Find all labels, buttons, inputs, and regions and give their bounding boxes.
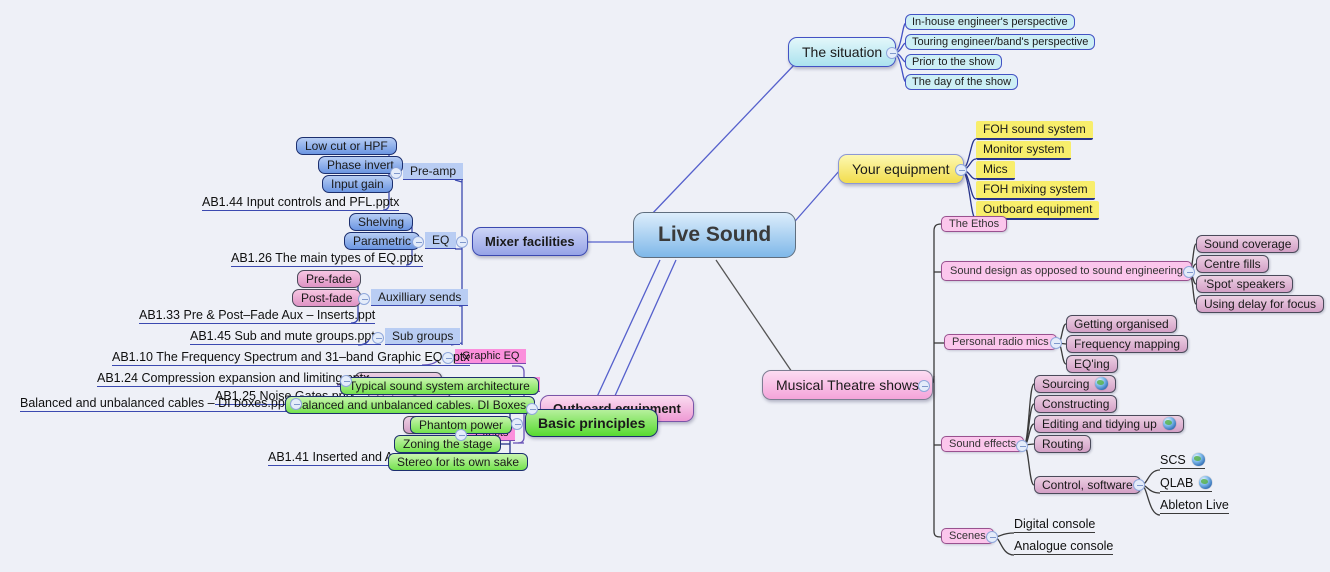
connector-center-principles [589,259,661,413]
attachment-ab144[interactable]: AB1.44 Input controls and PFL.pptx [202,195,400,211]
collapse-icon[interactable] [955,164,967,176]
topic-post-fade[interactable]: Post-fade [292,289,362,307]
topic-day-of-show[interactable]: The day of the show [905,74,1019,90]
collapse-icon[interactable] [340,375,352,387]
collapse-icon[interactable] [456,236,468,248]
topic-monitor-system[interactable]: Monitor system [976,141,1072,160]
topic-sound-coverage[interactable]: Sound coverage [1196,235,1300,253]
topic-prior-to-show[interactable]: Prior to the show [905,54,1002,70]
collapse-icon[interactable] [1050,337,1062,349]
topic-digital-console[interactable]: Digital console [1014,517,1096,533]
topic-eq[interactable]: EQ [425,232,457,249]
topic-your-equipment[interactable]: Your equipment [838,154,964,184]
topic-mics[interactable]: Mics [976,161,1015,180]
attachment-ab126[interactable]: AB1.26 The main types of EQ.pptx [231,251,424,267]
topic-balanced-cables[interactable]: Balanced and unbalanced cables. DI Boxes [285,396,536,414]
topic-auxilliary-sends[interactable]: Auxilliary sends [371,289,469,306]
topic-system-architecture[interactable]: Typical sound system architecture [340,377,539,395]
topic-shelving[interactable]: Shelving [349,213,414,231]
topic-qlab[interactable]: QLAB [1160,476,1213,492]
topic-the-ethos[interactable]: The Ethos [941,216,1008,232]
connector-control-children [1140,469,1161,516]
topic-pre-fade[interactable]: Pre-fade [297,270,362,288]
attachment-ab141[interactable]: AB1.41 Inserted and Aux [268,450,407,466]
attachment-ab133[interactable]: AB1.33 Pre & Post–Fade Aux – Inserts.ppt [139,308,376,324]
attachment-ab124[interactable]: AB1.24 Compression expansion and limitin… [97,371,370,387]
globe-icon [1199,476,1213,489]
collapse-icon[interactable] [1133,479,1145,491]
collapse-icon[interactable] [412,236,424,248]
topic-foh-mixing-system[interactable]: FOH mixing system [976,181,1095,200]
collapse-icon[interactable] [290,398,302,410]
topic-sourcing-label: Sourcing [1042,377,1090,391]
topic-routing[interactable]: Routing [1034,435,1092,453]
topic-eqing[interactable]: EQ'ing [1066,355,1118,373]
collapse-icon[interactable] [390,167,402,179]
topic-sourcing[interactable]: Sourcing [1034,375,1117,393]
connector-sound-effects-children [1023,383,1035,486]
globe-icon [1162,417,1176,430]
topic-centre-fills[interactable]: Centre fills [1196,255,1269,273]
collapse-icon[interactable] [1183,266,1195,278]
topic-scs[interactable]: SCS [1160,453,1205,469]
topic-mixer-facilities[interactable]: Mixer facilities [472,227,588,256]
topic-parametric[interactable]: Parametric [344,232,421,250]
topic-sub-groups[interactable]: Sub groups [385,328,461,345]
topic-spot-speakers[interactable]: 'Spot' speakers [1196,275,1294,293]
topic-graphic-eq[interactable]: Graphic EQ [455,349,527,364]
connector-center-theatre [715,259,793,373]
connector-equipment-children [960,138,977,220]
topic-delay-for-focus[interactable]: Using delay for focus [1196,295,1325,313]
connector-center-situation [649,63,796,217]
topic-analogue-console[interactable]: Analogue console [1014,539,1114,555]
topic-touring-perspective[interactable]: Touring engineer/band's perspective [905,34,1096,50]
topic-getting-organised[interactable]: Getting organised [1066,315,1177,333]
collapse-icon[interactable] [886,47,898,59]
collapse-icon[interactable] [918,380,930,392]
topic-editing-label: Editing and tidying up [1042,417,1157,431]
collapse-icon[interactable] [455,429,467,441]
globe-icon [1191,453,1205,466]
collapse-icon[interactable] [511,418,523,430]
collapse-icon[interactable] [526,403,538,415]
topic-outboard-equipment-item[interactable]: Outboard equipment [976,201,1100,220]
central-topic-live-sound[interactable]: Live Sound [633,212,797,258]
connector-mixer-children [450,179,463,346]
topic-constructing[interactable]: Constructing [1034,395,1118,413]
collapse-icon[interactable] [442,352,454,364]
attachment-ab110[interactable]: AB1.10 The Frequency Spectrum and 31–ban… [112,350,470,366]
collapse-icon[interactable] [372,332,384,344]
globe-icon [1095,377,1109,390]
topic-sound-design[interactable]: Sound design as opposed to sound enginee… [941,261,1193,281]
topic-the-situation[interactable]: The situation [788,37,897,67]
attachment-ab145[interactable]: AB1.45 Sub and mute groups.pptx [190,329,382,345]
collapse-icon[interactable] [986,531,998,543]
topic-zoning-stage[interactable]: Zoning the stage [394,435,502,453]
topic-foh-sound-system[interactable]: FOH sound system [976,121,1093,140]
collapse-icon[interactable] [358,293,370,305]
topic-scs-label: SCS [1160,453,1186,467]
topic-scenes[interactable]: Scenes [941,528,994,544]
topic-pre-amp[interactable]: Pre-amp [403,163,464,180]
connector-center-outboard [613,259,677,399]
topic-qlab-label: QLAB [1160,476,1194,490]
collapse-icon[interactable] [1016,440,1028,452]
topic-musical-theatre-shows[interactable]: Musical Theatre shows [762,370,933,400]
topic-sound-effects[interactable]: Sound effects [941,436,1025,452]
topic-control-software[interactable]: Control, software [1034,476,1141,494]
topic-frequency-mapping[interactable]: Frequency mapping [1066,335,1189,353]
topic-editing-tidying[interactable]: Editing and tidying up [1034,415,1184,433]
attachment-di-boxes[interactable]: Balanced and unbalanced cables – DI boxe… [20,396,295,412]
topic-inhouse-perspective[interactable]: In-house engineer's perspective [905,14,1075,30]
topic-basic-principles[interactable]: Basic principles [525,409,659,437]
topic-stereo-own-sake[interactable]: Stereo for its own sake [388,453,529,471]
topic-low-cut-hpf[interactable]: Low cut or HPF [296,137,397,155]
topic-ableton-live[interactable]: Ableton Live [1160,498,1229,514]
topic-personal-radio-mics[interactable]: Personal radio mics [944,334,1057,350]
topic-phase-invert[interactable]: Phase invert [318,156,403,174]
topic-input-gain[interactable]: Input gain [322,175,393,193]
